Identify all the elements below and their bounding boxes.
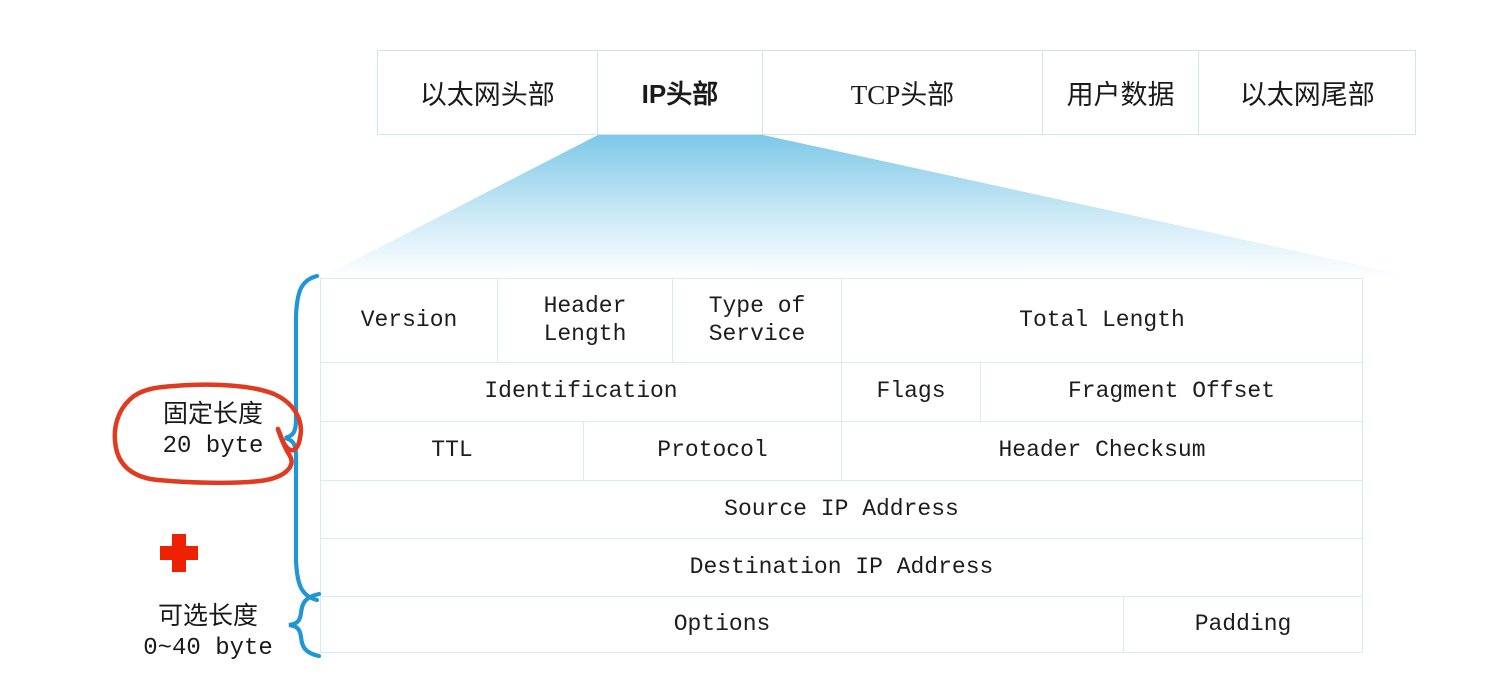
zoom-funnel-shape — [320, 135, 1420, 278]
table-row: Source IP Address — [321, 481, 1362, 539]
field-protocol[interactable]: Protocol — [584, 422, 842, 480]
field-padding[interactable]: Padding — [1194, 610, 1292, 637]
red-plus-icon — [160, 534, 198, 572]
fixed-length-annotation: 固定长度 20 byte — [140, 398, 286, 463]
field-ttl[interactable]: TTL — [321, 422, 584, 480]
frame-segment-ip-header[interactable]: IP头部 — [598, 51, 764, 134]
frame-encapsulation-bar: 以太网头部 IP头部 TCP头部 用户数据 以太网尾部 — [377, 50, 1416, 135]
field-flags[interactable]: Flags — [842, 363, 981, 421]
field-type-of-service[interactable]: Type of Service — [673, 279, 842, 362]
frame-segment-user-data[interactable]: 用户数据 — [1043, 51, 1200, 134]
optional-length-line2: 0~40 byte — [143, 635, 273, 662]
field-fragment-offset[interactable]: Fragment Offset — [1067, 378, 1276, 405]
field-version[interactable]: Version — [321, 279, 498, 362]
curly-brace-fixed-length-icon — [284, 273, 320, 603]
field-header-checksum[interactable]: Header Checksum — [998, 437, 1206, 464]
frame-segment-tcp-header[interactable]: TCP头部 — [763, 51, 1043, 134]
field-header-length[interactable]: Header Length — [498, 279, 673, 362]
field-total-length[interactable]: Total Length — [1019, 306, 1185, 333]
field-identification[interactable]: Identification — [321, 363, 842, 421]
fixed-length-line2: 20 byte — [162, 433, 264, 460]
table-row: TTL Protocol Header Checksum — [321, 422, 1362, 481]
field-destination-ip-address[interactable]: Destination IP Address — [689, 553, 994, 580]
ip-header-table: Version Header Length Type of Service To… — [320, 278, 1363, 653]
fixed-length-line1: 固定长度 — [162, 401, 263, 428]
frame-segment-ethernet-header[interactable]: 以太网头部 — [378, 51, 598, 134]
table-row: Identification Flags Fragment Offset — [321, 363, 1362, 422]
table-row: Destination IP Address — [321, 539, 1362, 597]
field-source-ip-address[interactable]: Source IP Address — [724, 495, 959, 522]
field-options[interactable]: Options — [321, 597, 1124, 652]
optional-length-line1: 可选长度 — [157, 603, 258, 630]
frame-segment-ethernet-trailer[interactable]: 以太网尾部 — [1239, 80, 1375, 110]
table-row: Version Header Length Type of Service To… — [321, 279, 1362, 363]
optional-length-annotation: 可选长度 0~40 byte — [128, 600, 288, 665]
table-row: Options Padding — [321, 597, 1362, 652]
